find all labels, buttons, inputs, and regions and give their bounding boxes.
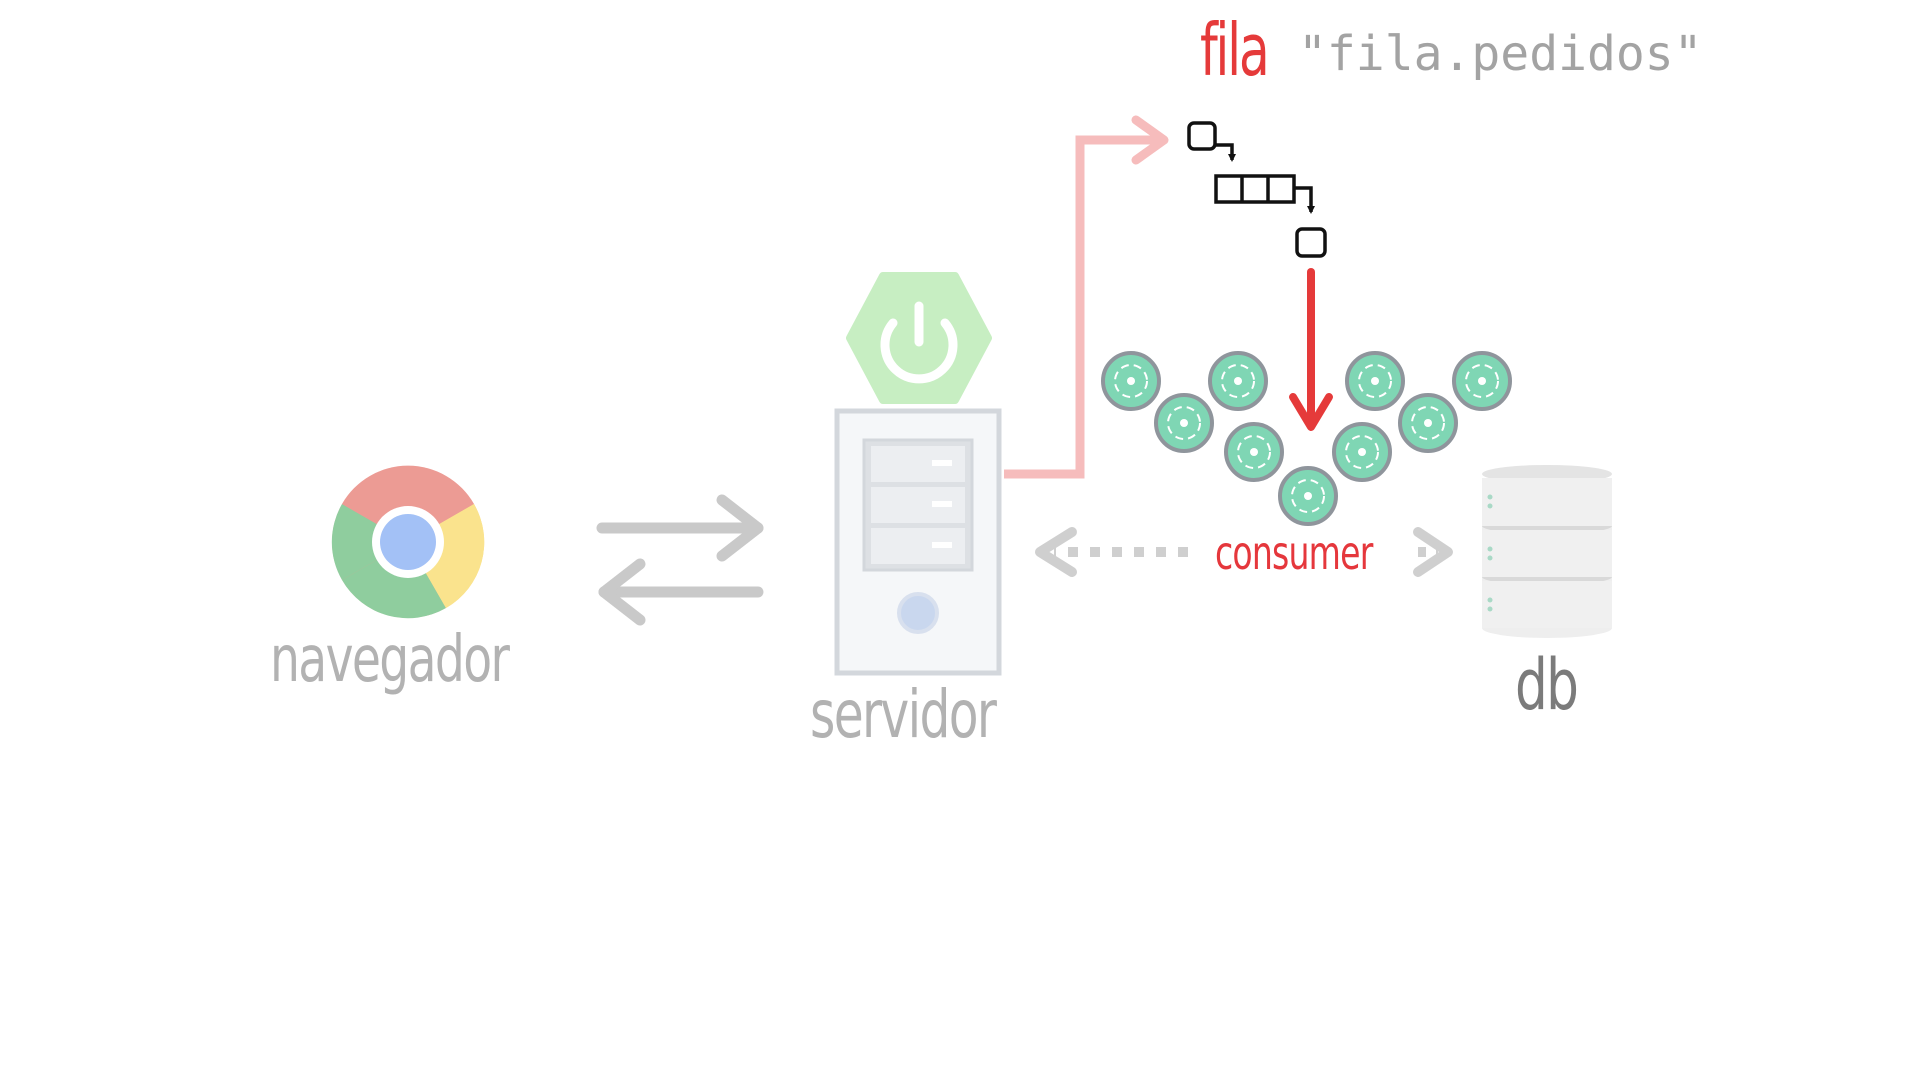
- deliver-arrow: [1289, 268, 1333, 431]
- consumer-gear-icon: [1224, 422, 1284, 482]
- request-response-arrows: [596, 494, 764, 626]
- database-stack-icon: [1482, 465, 1612, 638]
- consumer-gear-icon: [1208, 351, 1268, 411]
- database-label: db: [1515, 644, 1579, 726]
- server-label: servidor: [810, 676, 997, 753]
- consumer-gear-icon: [1101, 351, 1161, 411]
- browser-label: navegador: [270, 623, 510, 697]
- consumer-gear-icon: [1154, 393, 1214, 453]
- server-tower-icon: [834, 408, 1002, 676]
- consumer-instances: [1101, 351, 1512, 526]
- consumer-to-server-arrow: [1035, 527, 1188, 577]
- queue-keyword-label: fila: [1200, 8, 1270, 92]
- consumer-gear-icon: [1278, 466, 1338, 526]
- queue-name-label: "fila.pedidos": [1298, 26, 1703, 82]
- consumer-gear-icon: [1332, 422, 1392, 482]
- consumer-gear-icon: [1452, 351, 1512, 411]
- consumer-to-db-arrow: [1413, 527, 1453, 577]
- spring-boot-power-icon: [846, 272, 992, 404]
- consumer-gear-icon: [1398, 393, 1458, 453]
- queue-flow-icon: [1187, 121, 1327, 258]
- consumer-gear-icon: [1345, 351, 1405, 411]
- chrome-logo-icon: [331, 465, 485, 619]
- consumer-label: consumer: [1215, 526, 1373, 580]
- publish-arrow: [1004, 115, 1169, 479]
